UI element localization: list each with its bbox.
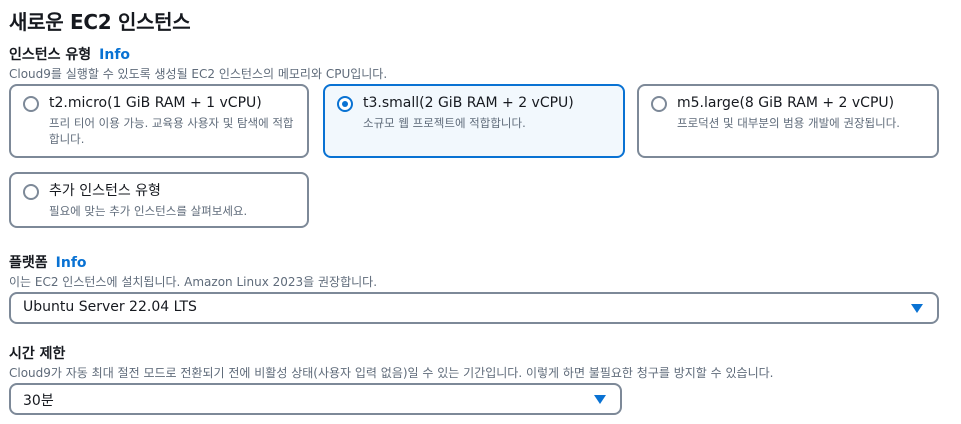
option-title: 추가 인스턴스 유형 bbox=[49, 183, 161, 199]
option-description: 프로덕션 및 대부분의 범용 개발에 권장됩니다. bbox=[677, 116, 900, 130]
platform-description: 이는 EC2 인스턴스에 설치됩니다. Amazon Linux 2023을 권… bbox=[9, 275, 378, 289]
instance-option-additional[interactable]: 추가 인스턴스 유형 필요에 맞는 추가 인스턴스를 살펴보세요. bbox=[9, 172, 309, 228]
option-description: 소규모 웹 프로젝트에 적합합니다. bbox=[363, 116, 526, 130]
platform-label: 플랫폼 Info bbox=[9, 252, 87, 272]
timeout-select[interactable]: 30분 bbox=[9, 383, 622, 415]
timeout-select-value: 30분 bbox=[23, 393, 54, 409]
option-description: 필요에 맞는 추가 인스턴스를 살펴보세요. bbox=[49, 204, 248, 218]
instance-type-label: 인스턴스 유형 Info bbox=[9, 44, 130, 64]
option-title: t2.micro(1 GiB RAM + 1 vCPU) bbox=[49, 95, 262, 111]
radio-button-selected[interactable] bbox=[337, 96, 353, 112]
option-title: m5.large(8 GiB RAM + 2 vCPU) bbox=[677, 95, 895, 111]
platform-info-link[interactable]: Info bbox=[55, 255, 87, 271]
radio-button[interactable] bbox=[651, 96, 667, 112]
radio-button[interactable] bbox=[23, 96, 39, 112]
instance-option-m5-large[interactable]: m5.large(8 GiB RAM + 2 vCPU) 프로덕션 및 대부분의… bbox=[637, 84, 939, 158]
platform-select-value: Ubuntu Server 22.04 LTS bbox=[23, 299, 197, 315]
instance-type-description: Cloud9를 실행할 수 있도록 생성될 EC2 인스턴스의 메모리와 CPU… bbox=[9, 67, 388, 81]
timeout-label: 시간 제한 bbox=[9, 343, 65, 363]
timeout-description: Cloud9가 자동 최대 절전 모드로 전환되기 전에 비활성 상태(사용자 … bbox=[9, 366, 774, 380]
page-title: 새로운 EC2 인스턴스 bbox=[9, 10, 191, 34]
instance-option-t2-micro[interactable]: t2.micro(1 GiB RAM + 1 vCPU) 프리 티어 이용 가능… bbox=[9, 84, 309, 158]
instance-type-label-text: 인스턴스 유형 bbox=[9, 47, 92, 63]
platform-label-text: 플랫폼 bbox=[9, 255, 48, 271]
option-description: 프리 티어 이용 가능. 교육용 사용자 및 탐색에 적합합니다. bbox=[49, 116, 294, 146]
timeout-label-text: 시간 제한 bbox=[9, 346, 66, 362]
option-title: t3.small(2 GiB RAM + 2 vCPU) bbox=[363, 95, 574, 111]
caret-down-icon bbox=[594, 395, 606, 404]
instance-type-info-link[interactable]: Info bbox=[99, 47, 131, 63]
radio-button[interactable] bbox=[23, 184, 39, 200]
caret-down-icon bbox=[911, 304, 923, 313]
platform-select[interactable]: Ubuntu Server 22.04 LTS bbox=[9, 292, 939, 324]
instance-option-t3-small[interactable]: t3.small(2 GiB RAM + 2 vCPU) 소규모 웹 프로젝트에… bbox=[323, 84, 625, 158]
